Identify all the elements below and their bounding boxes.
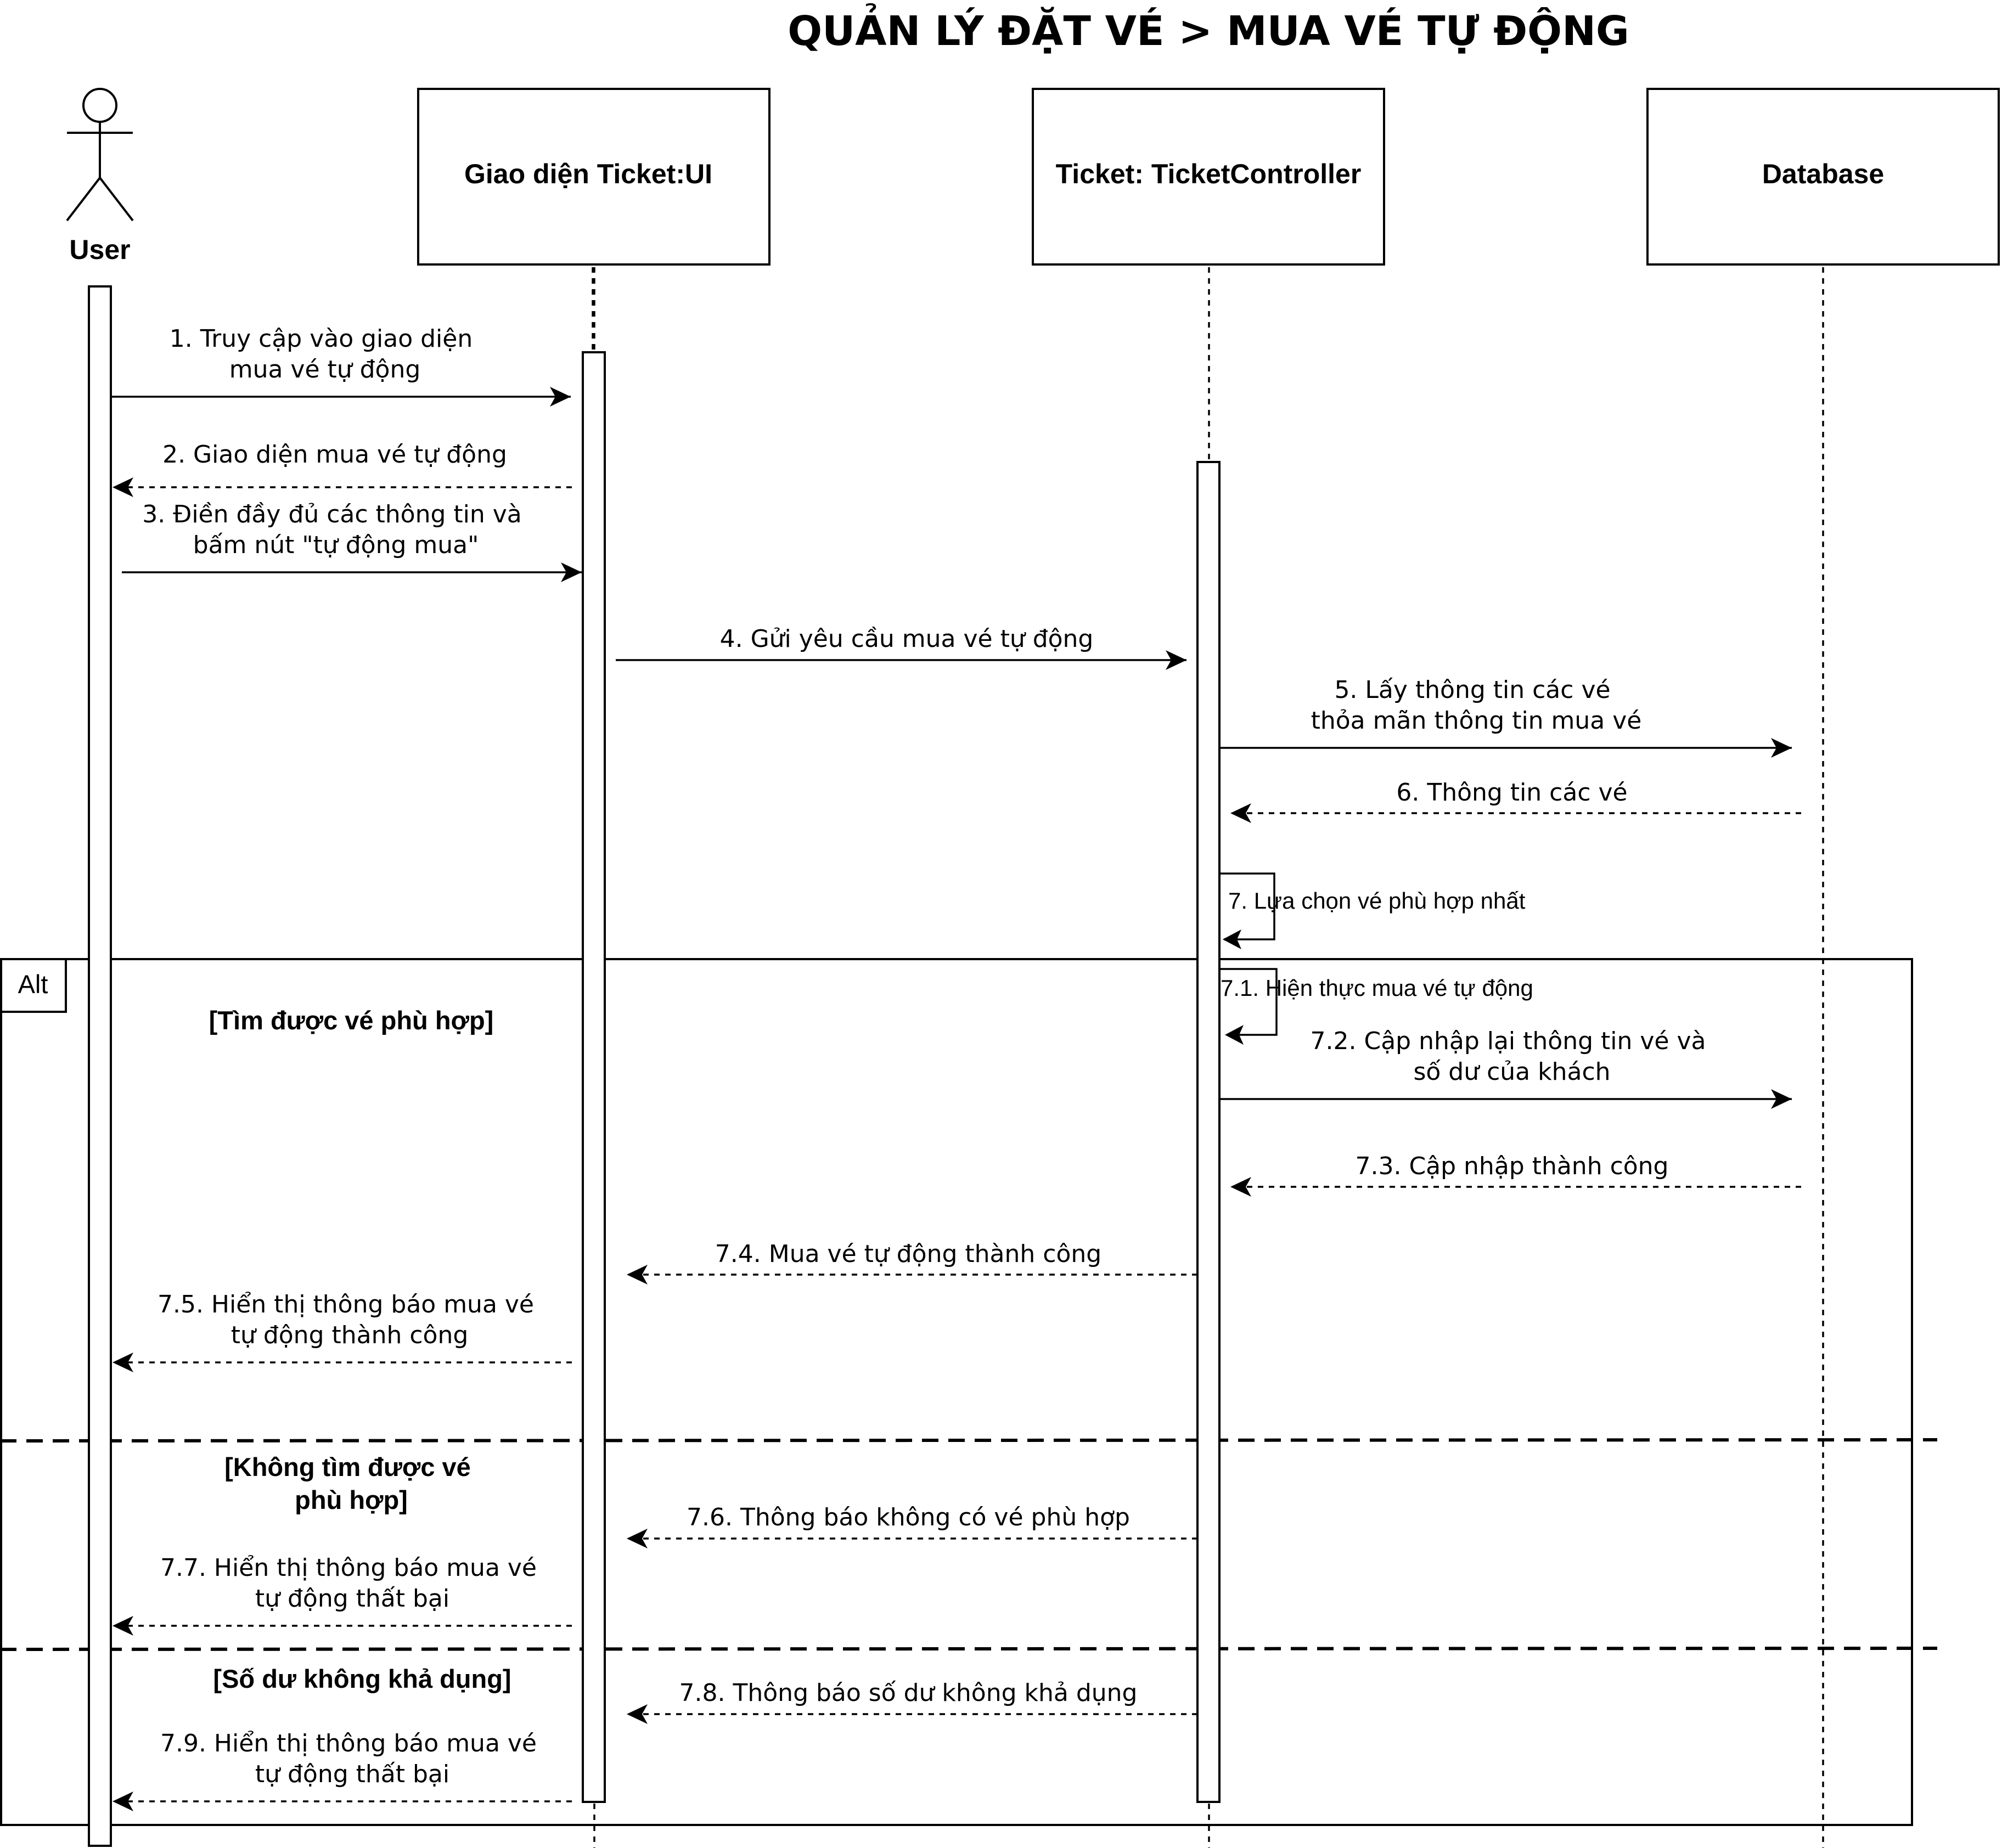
message-1: 1. Truy cập vào giao diện mua vé tự động xyxy=(111,325,571,407)
alt-frame xyxy=(0,958,1913,1826)
alt-fragment: Alt xyxy=(0,958,1938,1826)
participant-database: Database xyxy=(1646,88,2000,266)
message-7-6-label: 7.6. Thông báo không có vé phù hợp xyxy=(687,1503,1130,1531)
alt-separator-2 xyxy=(0,1647,1938,1651)
participant-database-box xyxy=(1646,88,2000,266)
message-7-4-label: 7.4. Mua vé tự động thành công xyxy=(715,1240,1101,1268)
message-7-2-label: 7.2. Cập nhập lại thông tin vé và số dư … xyxy=(1311,1027,1714,1086)
alt-operator-label: Alt xyxy=(18,970,48,999)
message-7-3-label: 7.3. Cập nhập thành công xyxy=(1356,1152,1669,1180)
message-7-2: 7.2. Cập nhập lại thông tin vé và số dư … xyxy=(1219,1027,1792,1109)
guard-insufficient-balance: [Số dư không khả dụng] xyxy=(213,1664,511,1693)
participant-user: User xyxy=(66,88,134,265)
message-7-9: 7.9. Hiển thị thông báo mua vé tự động t… xyxy=(113,1729,572,1811)
participant-ui-box xyxy=(417,88,771,266)
message-7-1-arrow xyxy=(1219,968,1278,1036)
guard-no-ticket: [Không tìm được vé phù hợp] xyxy=(224,1452,478,1514)
message-2: 2. Giao diện mua vé tự động xyxy=(113,441,572,497)
message-7-1-label: 7.1. Hiện thực mua vé tự động xyxy=(1221,975,1533,1001)
message-3-label: 3. Điền đầy đủ các thông tin và bấm nút … xyxy=(142,500,530,559)
actor-icon xyxy=(66,88,134,222)
message-7-5: 7.5. Hiển thị thông báo mua vé tự động t… xyxy=(113,1291,572,1372)
message-7-5-label: 7.5. Hiển thị thông báo mua vé tự động t… xyxy=(158,1291,542,1349)
message-5: 5. Lấy thông tin các vé thỏa mãn thông t… xyxy=(1219,676,1792,758)
alt-operator-box xyxy=(0,958,67,1013)
message-7-8-label: 7.8. Thông báo số dư không khả dụng xyxy=(679,1679,1138,1707)
message-7-7-label: 7.7. Hiển thị thông báo mua vé tự động t… xyxy=(160,1554,544,1613)
alt-separator-1 xyxy=(0,1438,1938,1443)
participant-user-label: User xyxy=(69,234,130,265)
message-7-label: 7. Lựa chọn vé phù hợp nhất xyxy=(1228,888,1526,914)
message-1-label: 1. Truy cập vào giao diện mua vé tự động xyxy=(170,325,481,384)
participant-controller: Ticket: TicketController xyxy=(1032,88,1385,266)
message-7-1-label-bg xyxy=(1221,974,1275,1003)
message-3: 3. Điền đầy đủ các thông tin và bấm nút … xyxy=(122,500,582,582)
participant-database-label: Database xyxy=(1762,159,1884,189)
message-7-6: 7.6. Thông báo không có vé phù hợp xyxy=(627,1503,1197,1548)
message-4: 4. Gửi yêu cầu mua vé tự động xyxy=(616,625,1186,670)
message-7-3: 7.3. Cập nhập thành công xyxy=(1230,1152,1801,1197)
diagram-title: QUẢN LÝ ĐẶT VÉ > MUA VÉ TỰ ĐỘNG xyxy=(788,3,1629,55)
participant-ui: Giao diện Ticket:UI xyxy=(417,88,771,266)
message-7-9-label: 7.9. Hiển thị thông báo mua vé tự động t… xyxy=(160,1729,544,1788)
guard-found-ticket: [Tìm được vé phù hợp] xyxy=(209,1006,494,1035)
participant-ui-label: Giao diện Ticket:UI xyxy=(464,159,712,189)
message-5-label: 5. Lấy thông tin các vé thỏa mãn thông t… xyxy=(1311,676,1642,735)
message-7-arrow xyxy=(1219,872,1275,943)
message-7-1-self: 7.1. Hiện thực mua vé tự động xyxy=(1219,968,1533,1045)
message-7-1-arrowhead xyxy=(1225,1025,1244,1045)
message-7-self: 7. Lựa chọn vé phù hợp nhất xyxy=(1219,872,1526,949)
message-7-8: 7.8. Thông báo số dư không khả dụng xyxy=(627,1679,1197,1724)
message-7-7: 7.7. Hiển thị thông báo mua vé tự động t… xyxy=(113,1554,572,1636)
message-7-arrowhead xyxy=(1223,929,1241,949)
message-7-4: 7.4. Mua vé tự động thành công xyxy=(627,1240,1197,1284)
participant-controller-label: Ticket: TicketController xyxy=(1056,159,1362,189)
message-6-label: 6. Thông tin các vé xyxy=(1396,779,1627,807)
participant-controller-box xyxy=(1032,88,1385,266)
controller-activation-bar xyxy=(1196,461,1221,1803)
ui-activation-bar xyxy=(582,351,606,1803)
message-2-label: 2. Giao diện mua vé tự động xyxy=(162,441,507,469)
message-6: 6. Thông tin các vé xyxy=(1230,779,1801,823)
message-4-label: 4. Gửi yêu cầu mua vé tự động xyxy=(720,625,1094,653)
user-activation-bar xyxy=(88,285,112,1847)
